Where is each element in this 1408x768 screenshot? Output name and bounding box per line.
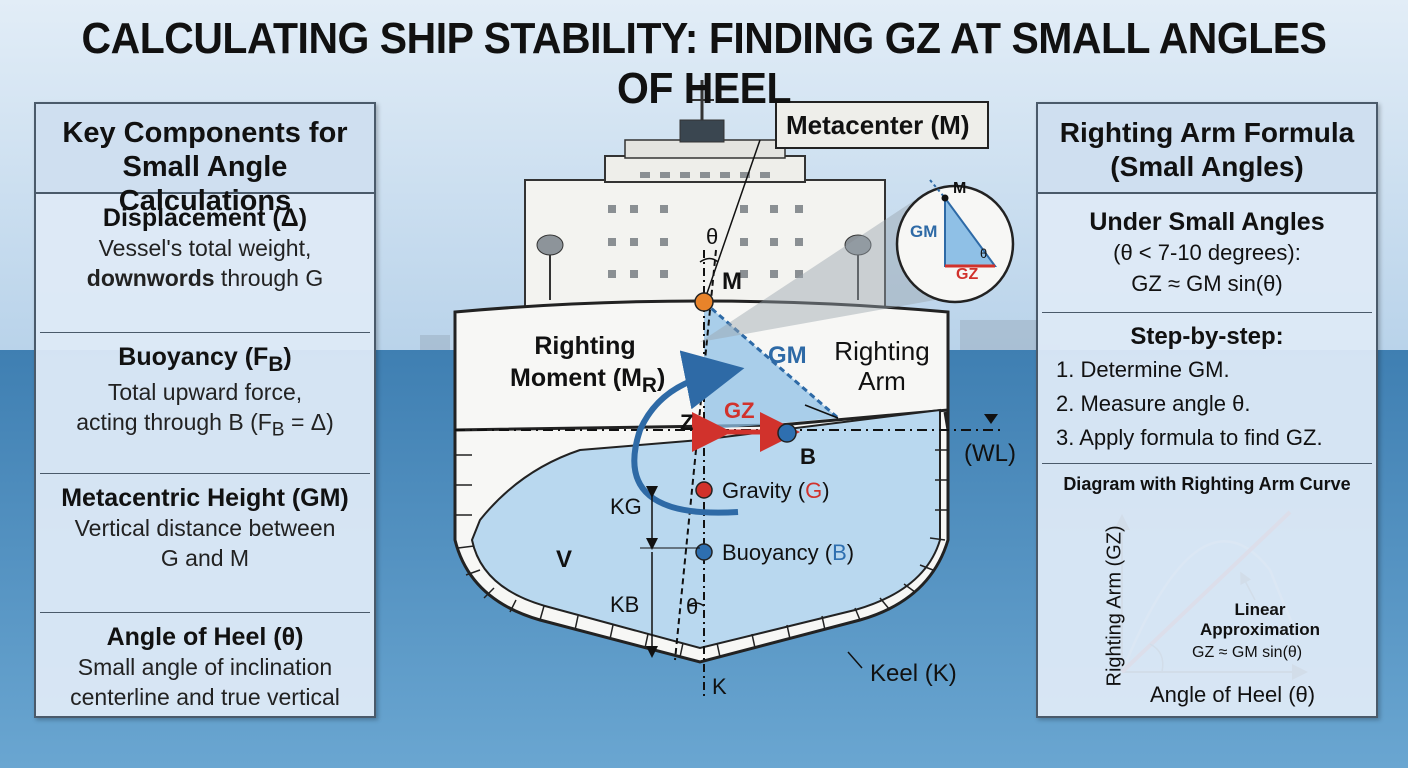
formula-text: GZ ≈ GM sin(θ): [1131, 271, 1283, 296]
graph-x-label: Angle of Heel (θ): [1150, 682, 1316, 707]
steps-title: Step-by-step:: [1130, 323, 1284, 350]
keel-label: Keel (K): [870, 660, 957, 687]
graph-y-label: Righting Arm (GZ): [1103, 525, 1126, 687]
step-item: 2. Measure angle θ.: [1056, 391, 1251, 416]
v-label: V: [556, 546, 573, 573]
point-b: [777, 423, 797, 443]
component-text: Total upward force,: [107, 379, 303, 405]
inclined-line: [674, 249, 717, 661]
inset-m-label: M: [953, 180, 967, 197]
theta-top-label: θ: [706, 224, 719, 249]
metacenter-label: Metacenter (M): [786, 110, 970, 140]
component-metacentric-height: Metacentric Height (GM) Vertical distanc…: [40, 484, 370, 613]
gm-label: GM: [768, 342, 807, 369]
theta-bottom-label: θ: [686, 594, 699, 619]
ship-hull: [453, 299, 950, 664]
righting-arm-label: Righting Arm: [834, 336, 930, 396]
metacenter-box: [775, 101, 989, 149]
inset-gz-label: GZ: [956, 266, 979, 283]
component-text: G and M: [160, 545, 250, 571]
steps-list: 1. Determine GM. 2. Measure angle θ. 3. …: [1042, 353, 1372, 455]
under-range: (θ < 7-10 degrees):: [1113, 240, 1301, 265]
kb-label: KB: [610, 592, 640, 617]
righting-moment-label: Righting Moment (MR): [510, 332, 666, 397]
component-displacement: Displacement (Δ) Vessel's total weight, …: [40, 204, 370, 333]
component-buoyancy: Buoyancy (FB) Total upward force, acting…: [40, 343, 370, 474]
component-angle-of-heel: Angle of Heel (θ) Small angle of inclina…: [40, 623, 370, 743]
point-g: [695, 481, 713, 499]
graph-title: Diagram with Righting Arm Curve: [1063, 474, 1351, 494]
component-text: downwords through G: [86, 265, 324, 291]
heading-line: Key Components for: [62, 117, 348, 149]
m-label: M: [722, 268, 742, 295]
righting-moment-arrow: [631, 350, 745, 516]
component-title: Metacentric Height (GM): [61, 484, 349, 512]
buoyancy-label: Buoyancy (B): [722, 540, 855, 565]
under-title: Under Small Angles: [1089, 208, 1325, 236]
component-text: acting through B (FB = Δ): [76, 409, 334, 441]
step-item: 1. Determine GM.: [1056, 357, 1230, 382]
b-label: B: [800, 444, 816, 469]
inset-gm-label: GM: [910, 222, 938, 241]
z-label: Z: [680, 410, 694, 435]
linear-approximation-label: Linear Approximation: [1200, 600, 1320, 639]
steps-block: Step-by-step: 1. Determine GM. 2. Measur…: [1042, 313, 1372, 464]
inset-theta-label: θ: [980, 246, 988, 261]
point-m: [694, 292, 714, 312]
waterline-marker: [984, 414, 998, 424]
heading-line: (Small Angles): [1110, 151, 1304, 182]
heading-line: Righting Arm Formula: [1059, 117, 1355, 148]
step-item: 3. Apply formula to find GZ.: [1056, 425, 1323, 450]
component-title: Displacement (Δ): [102, 204, 308, 232]
gz-label: GZ: [724, 398, 755, 423]
key-components-heading: Key Components for Small Angle Calculati…: [36, 104, 374, 217]
component-text: Small angle of inclination: [77, 654, 333, 680]
righting-arm-formula-panel: Righting Arm Formula (Small Angles) Unde…: [1036, 102, 1378, 718]
gravity-label: Gravity (G): [722, 478, 830, 503]
waterline-label: (WL): [964, 440, 1016, 467]
small-angle-block: Under Small Angles (θ < 7-10 degrees): G…: [1042, 194, 1372, 313]
key-components-panel: Key Components for Small Angle Calculati…: [34, 102, 376, 718]
component-text: Vessel's total weight,: [98, 235, 312, 261]
component-title: Angle of Heel (θ): [106, 623, 304, 651]
heading-line: Small Angle Calculations: [118, 151, 292, 217]
kg-label: KG: [610, 494, 642, 519]
k-label: K: [712, 674, 727, 699]
formula-heading: Righting Arm Formula (Small Angles): [1038, 104, 1376, 194]
point-buoyancy: [695, 543, 713, 561]
component-text: centerline and true vertical: [70, 684, 340, 710]
component-title: Buoyancy (FB): [118, 343, 292, 376]
page-title: CALCULATING SHIP STABILITY: FINDING GZ A…: [81, 14, 1327, 113]
inset-callout-cone: [700, 200, 935, 342]
approx-formula-label: GZ ≈ GM sin(θ): [1192, 644, 1303, 661]
component-text: Vertical distance between: [74, 515, 336, 541]
